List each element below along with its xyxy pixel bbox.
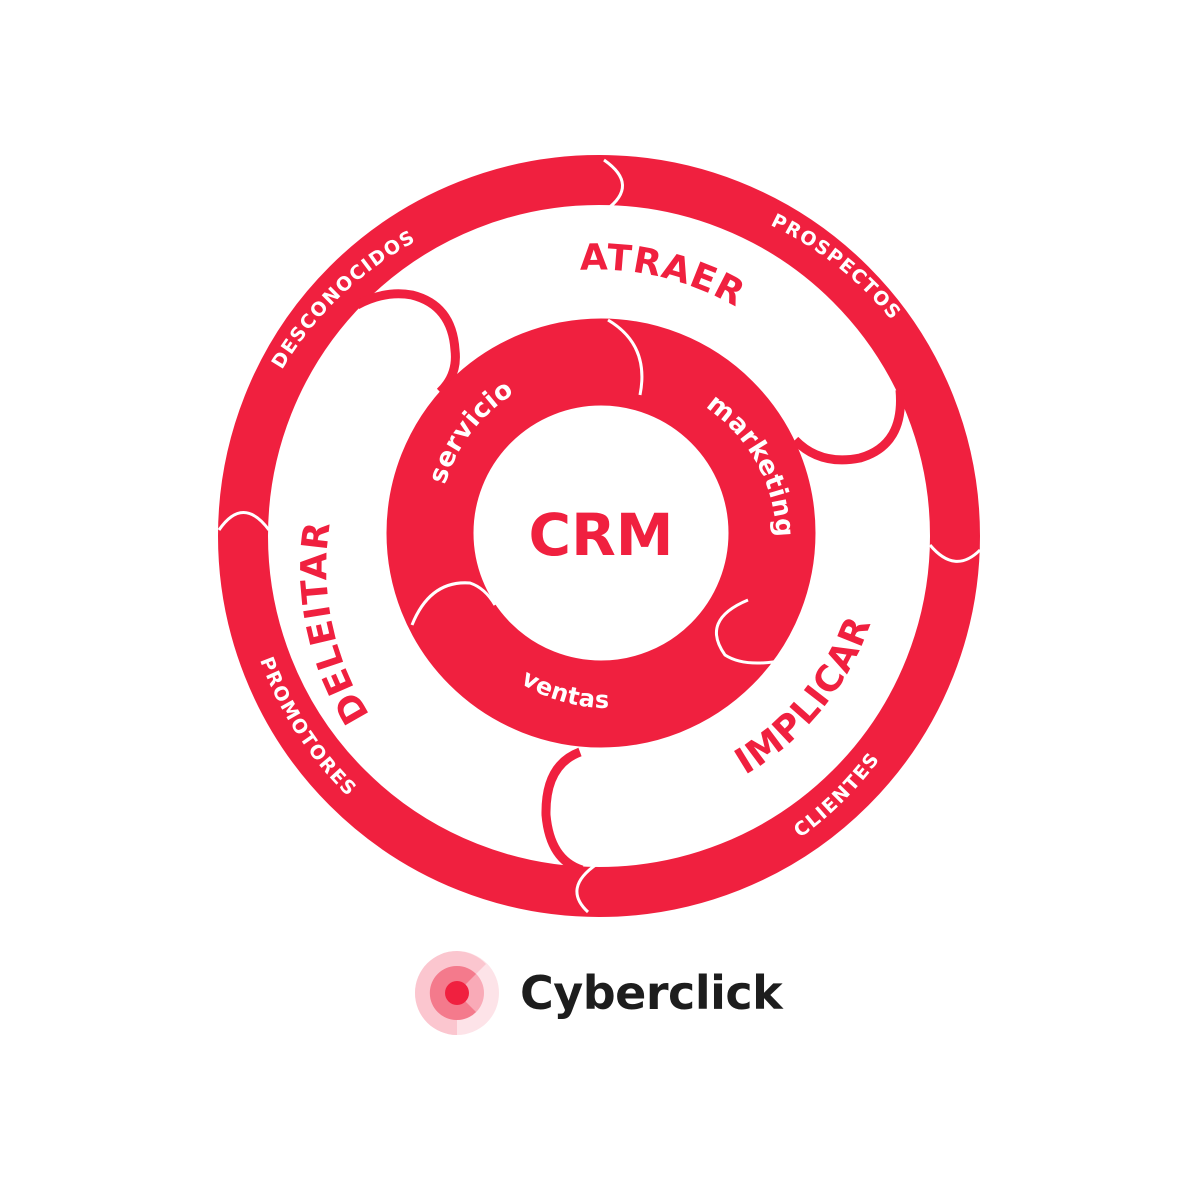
inner-junction-right [715,598,786,665]
connector-arcs [354,289,905,875]
inner-ring [386,318,816,748]
brand-name: Cyberclick [520,966,783,1020]
center-label: CRM [529,501,674,569]
outer-ring [217,155,982,917]
outer-junction-right [928,544,982,563]
outer-junction-left [217,511,271,531]
target-icon [415,951,499,1035]
connector-upper-left [354,289,460,396]
stage-label-atraer: ATRAER [580,237,752,315]
connector-right [791,389,905,465]
inner-junction-left [410,581,497,626]
segment-label-prospectos: PROSPECTOS [768,210,906,325]
brand-logo: Cyberclick [414,950,783,1036]
segment-label-desconocidos: DESCONOCIDOS [267,226,419,373]
inner-junction-top [607,318,644,396]
outer-junction-top [603,158,624,212]
outer-junction-bottom [575,862,598,914]
connector-bottom [541,747,584,875]
